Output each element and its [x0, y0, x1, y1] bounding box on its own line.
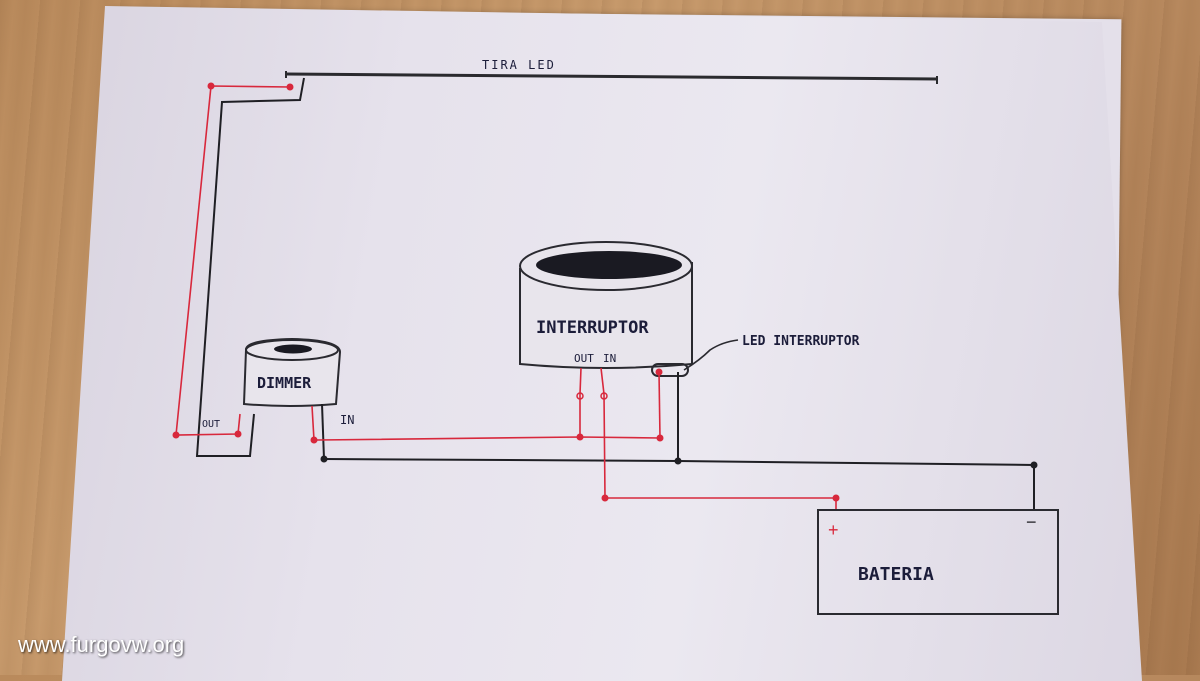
- switch-label: INTERRUPTOR: [536, 318, 649, 338]
- dimmer-label: DIMMER: [257, 374, 312, 392]
- negative-wire-strip: [195, 77, 305, 457]
- dimmer-out-label: OUT: [202, 419, 220, 430]
- battery-label: BATERIA: [858, 564, 934, 585]
- battery: BATERIA + −: [817, 509, 1059, 615]
- switch-out-label: OUT: [574, 352, 594, 365]
- led-strip-label: TIRA LED: [482, 58, 556, 72]
- switch-interruptor: INTERRUPTOR: [519, 241, 693, 369]
- battery-plus-label: +: [828, 520, 839, 540]
- battery-minus-label: −: [1026, 512, 1037, 532]
- switch-led-terminal: [651, 363, 689, 377]
- positive-bus-wire: [317, 436, 661, 441]
- dimmer-in-label: IN: [340, 413, 354, 427]
- battery-positive-wire: [600, 367, 837, 510]
- dimmer: DIMMER: [242, 337, 342, 407]
- watermark-text: www.furgovw.org: [18, 632, 185, 657]
- negative-bus-wire: [323, 458, 1035, 510]
- switch-in-label: IN: [603, 352, 616, 365]
- led-strip: [285, 72, 939, 81]
- switch-led-label: LED INTERRUPTOR: [742, 334, 860, 349]
